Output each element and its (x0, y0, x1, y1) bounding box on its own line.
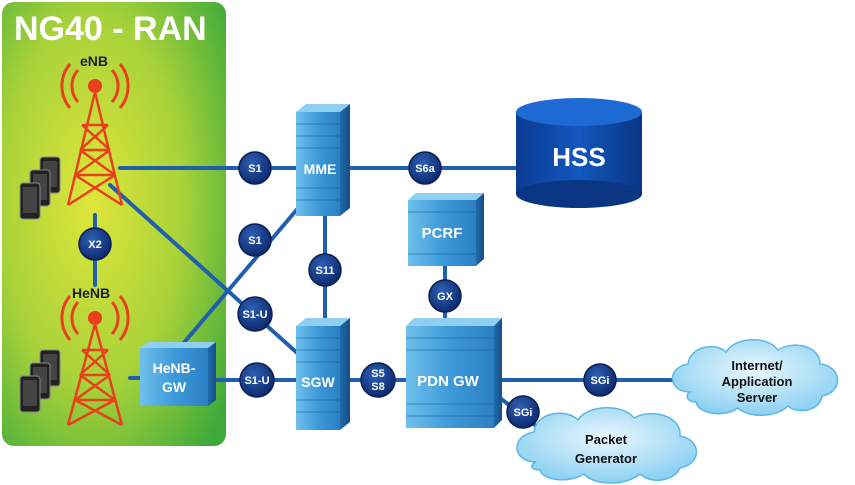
badge-s1-top-label: S1 (248, 163, 261, 175)
ue-phones-icon-bottom (19, 349, 61, 413)
badge-s5-s8: S5 S8 (360, 362, 396, 398)
hss-node: HSS (516, 98, 642, 208)
internet-cloud-line1: Internet/ (731, 358, 783, 373)
henb-label: HeNB (72, 285, 110, 301)
internet-cloud-line2: Application (722, 374, 793, 389)
internet-cloud: Internet/ Application Server (671, 339, 839, 416)
badge-sgi-internet: SGi (583, 363, 617, 397)
pcrf-node: PCRF (408, 193, 484, 266)
badge-s1-mid-label: S1 (248, 235, 261, 247)
badge-s8-label: S8 (371, 381, 384, 393)
internet-cloud-line3: Server (737, 390, 777, 405)
badge-sgi-packet: SGi (506, 395, 540, 429)
pcrf-label: PCRF (422, 225, 463, 242)
badge-s11-label: S11 (316, 265, 335, 277)
badge-s5-label: S5 (371, 368, 384, 380)
badge-gx: GX (428, 279, 462, 313)
packet-generator-cloud: Packet Generator (516, 407, 698, 484)
sgw-node: SGW (296, 318, 350, 430)
enb-tower-icon (60, 63, 130, 207)
packet-generator-line1: Packet (585, 432, 628, 447)
enb-label: eNB (80, 53, 108, 69)
badge-s11: S11 (308, 253, 342, 287)
henb-gw-label-line2: GW (162, 379, 187, 395)
badge-s1-mid: S1 (238, 223, 272, 257)
pdn-gw-node: PDN GW (406, 318, 502, 428)
badge-s6a-label: S6a (415, 163, 435, 175)
badge-sgi-packet-label: SGi (514, 407, 533, 419)
mme-node: MME (296, 104, 350, 216)
packet-generator-line2: Generator (575, 451, 637, 466)
link-enb-sgw (108, 183, 307, 362)
badge-s1u-upper-label: S1-U (242, 309, 267, 321)
ue-phones-icon-top (19, 156, 61, 220)
henb-gw-label-line1: HeNB- (153, 360, 196, 376)
mme-label: MME (304, 161, 337, 177)
link-henbgw-mme (180, 198, 307, 347)
badge-s1-top: S1 (238, 151, 272, 185)
pdn-gw-label: PDN GW (417, 373, 480, 390)
badge-x2-label: X2 (88, 239, 101, 251)
badge-x2: X2 (78, 227, 112, 261)
henb-gw-node: HeNB- GW (140, 342, 216, 406)
badge-s6a: S6a (408, 151, 442, 185)
badge-gx-label: GX (437, 291, 454, 303)
hss-label: HSS (552, 142, 605, 172)
sgw-label: SGW (301, 374, 335, 390)
badge-s1u-lower: S1-U (239, 362, 275, 398)
henb-tower-icon (60, 295, 130, 427)
badge-s1u-upper: S1-U (237, 296, 273, 332)
ran-title: NG40 - RAN (14, 10, 207, 48)
badge-sgi-internet-label: SGi (591, 375, 610, 387)
badge-s1u-lower-label: S1-U (244, 375, 269, 387)
ran-panel (2, 2, 226, 446)
